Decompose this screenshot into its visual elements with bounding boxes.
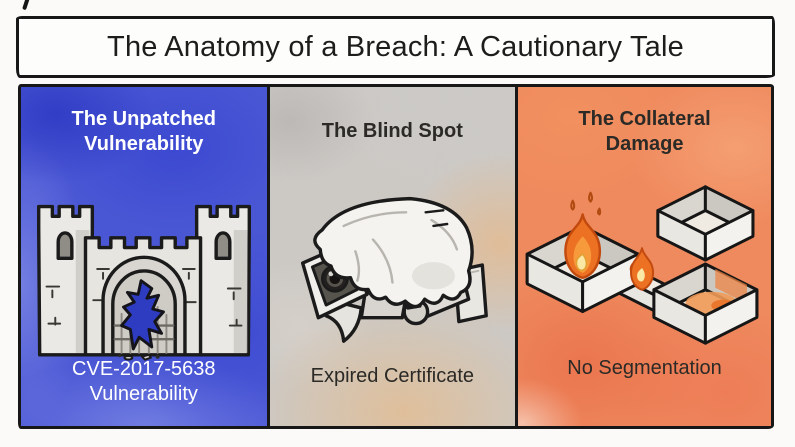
panel-collateral-damage: The Collateral Damage [515, 87, 771, 426]
broken-castle-gate-icon [27, 171, 261, 372]
panel-heading: The Collateral Damage [578, 108, 711, 155]
panel-heading: The Blind Spot [321, 120, 463, 142]
panel-blind-spot: The Blind Spot [266, 87, 516, 426]
fire-spreading-rooms-icon [521, 165, 769, 368]
pen-stroke-decoration [22, 0, 30, 11]
panel-caption: Expired Certificate [310, 365, 475, 388]
page-title: The Anatomy of a Breach: A Cautionary Ta… [107, 30, 684, 63]
panel-unpatched-vulnerability: The Unpatched Vulnerability [21, 87, 267, 426]
panel-caption: CVE-2017-5638 Vulnerability [72, 357, 216, 406]
title-box: The Anatomy of a Breach: A Cautionary Ta… [16, 16, 775, 78]
panel-caption: No Segmentation [567, 357, 722, 380]
panels-row: The Unpatched Vulnerability [18, 84, 774, 429]
cloth-covered-security-camera-icon [287, 183, 497, 352]
panel-heading: The Unpatched Vulnerability [71, 108, 216, 155]
